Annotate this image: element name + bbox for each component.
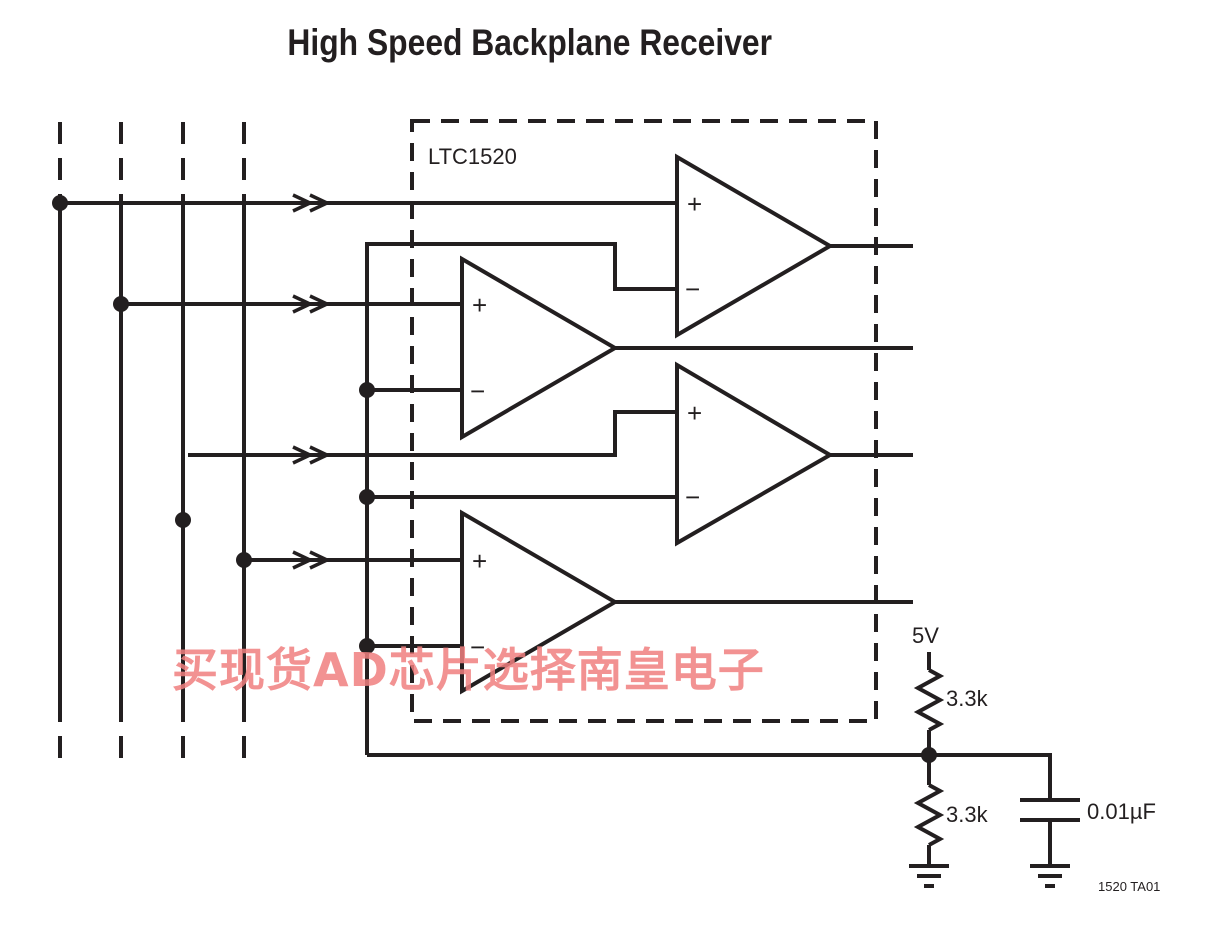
comp3-plus: +	[687, 398, 702, 428]
reference-bus	[365, 242, 677, 755]
comp3-minus: −	[685, 482, 700, 512]
ground-symbol-2	[1030, 864, 1070, 888]
ref-to-divider	[367, 753, 1052, 800]
comp4-plus: +	[472, 546, 487, 576]
supply-label: 5V	[912, 623, 939, 648]
comp2-plus: +	[472, 290, 487, 320]
comparator-1	[675, 153, 834, 339]
comparator-4	[460, 509, 619, 695]
junction-dots	[52, 195, 937, 763]
resistor-top	[913, 668, 945, 732]
chip-boundary	[410, 119, 878, 723]
comparator-3	[675, 361, 834, 547]
connector-chevrons	[292, 193, 332, 570]
chip-label: LTC1520	[428, 144, 517, 169]
ground-symbol-1	[909, 864, 949, 888]
input-wire-3	[188, 410, 677, 457]
comp4-minus: −	[470, 632, 485, 662]
comp2-minus: −	[470, 376, 485, 406]
resistor-top-label: 3.3k	[946, 686, 989, 711]
comp1-minus: −	[685, 274, 700, 304]
capacitor-label: 0.01µF	[1087, 799, 1156, 824]
resistor-bottom	[913, 783, 945, 847]
watermark: 买现货AD芯片选择南皇电子	[172, 643, 765, 697]
comp1-plus: +	[687, 189, 702, 219]
resistor-bottom-label: 3.3k	[946, 802, 989, 827]
diagram-title: High Speed Backplane Receiver	[287, 22, 773, 63]
figure-reference: 1520 TA01	[1098, 879, 1160, 894]
backplane-bus-lines	[58, 122, 246, 770]
comparator-2	[460, 255, 619, 441]
